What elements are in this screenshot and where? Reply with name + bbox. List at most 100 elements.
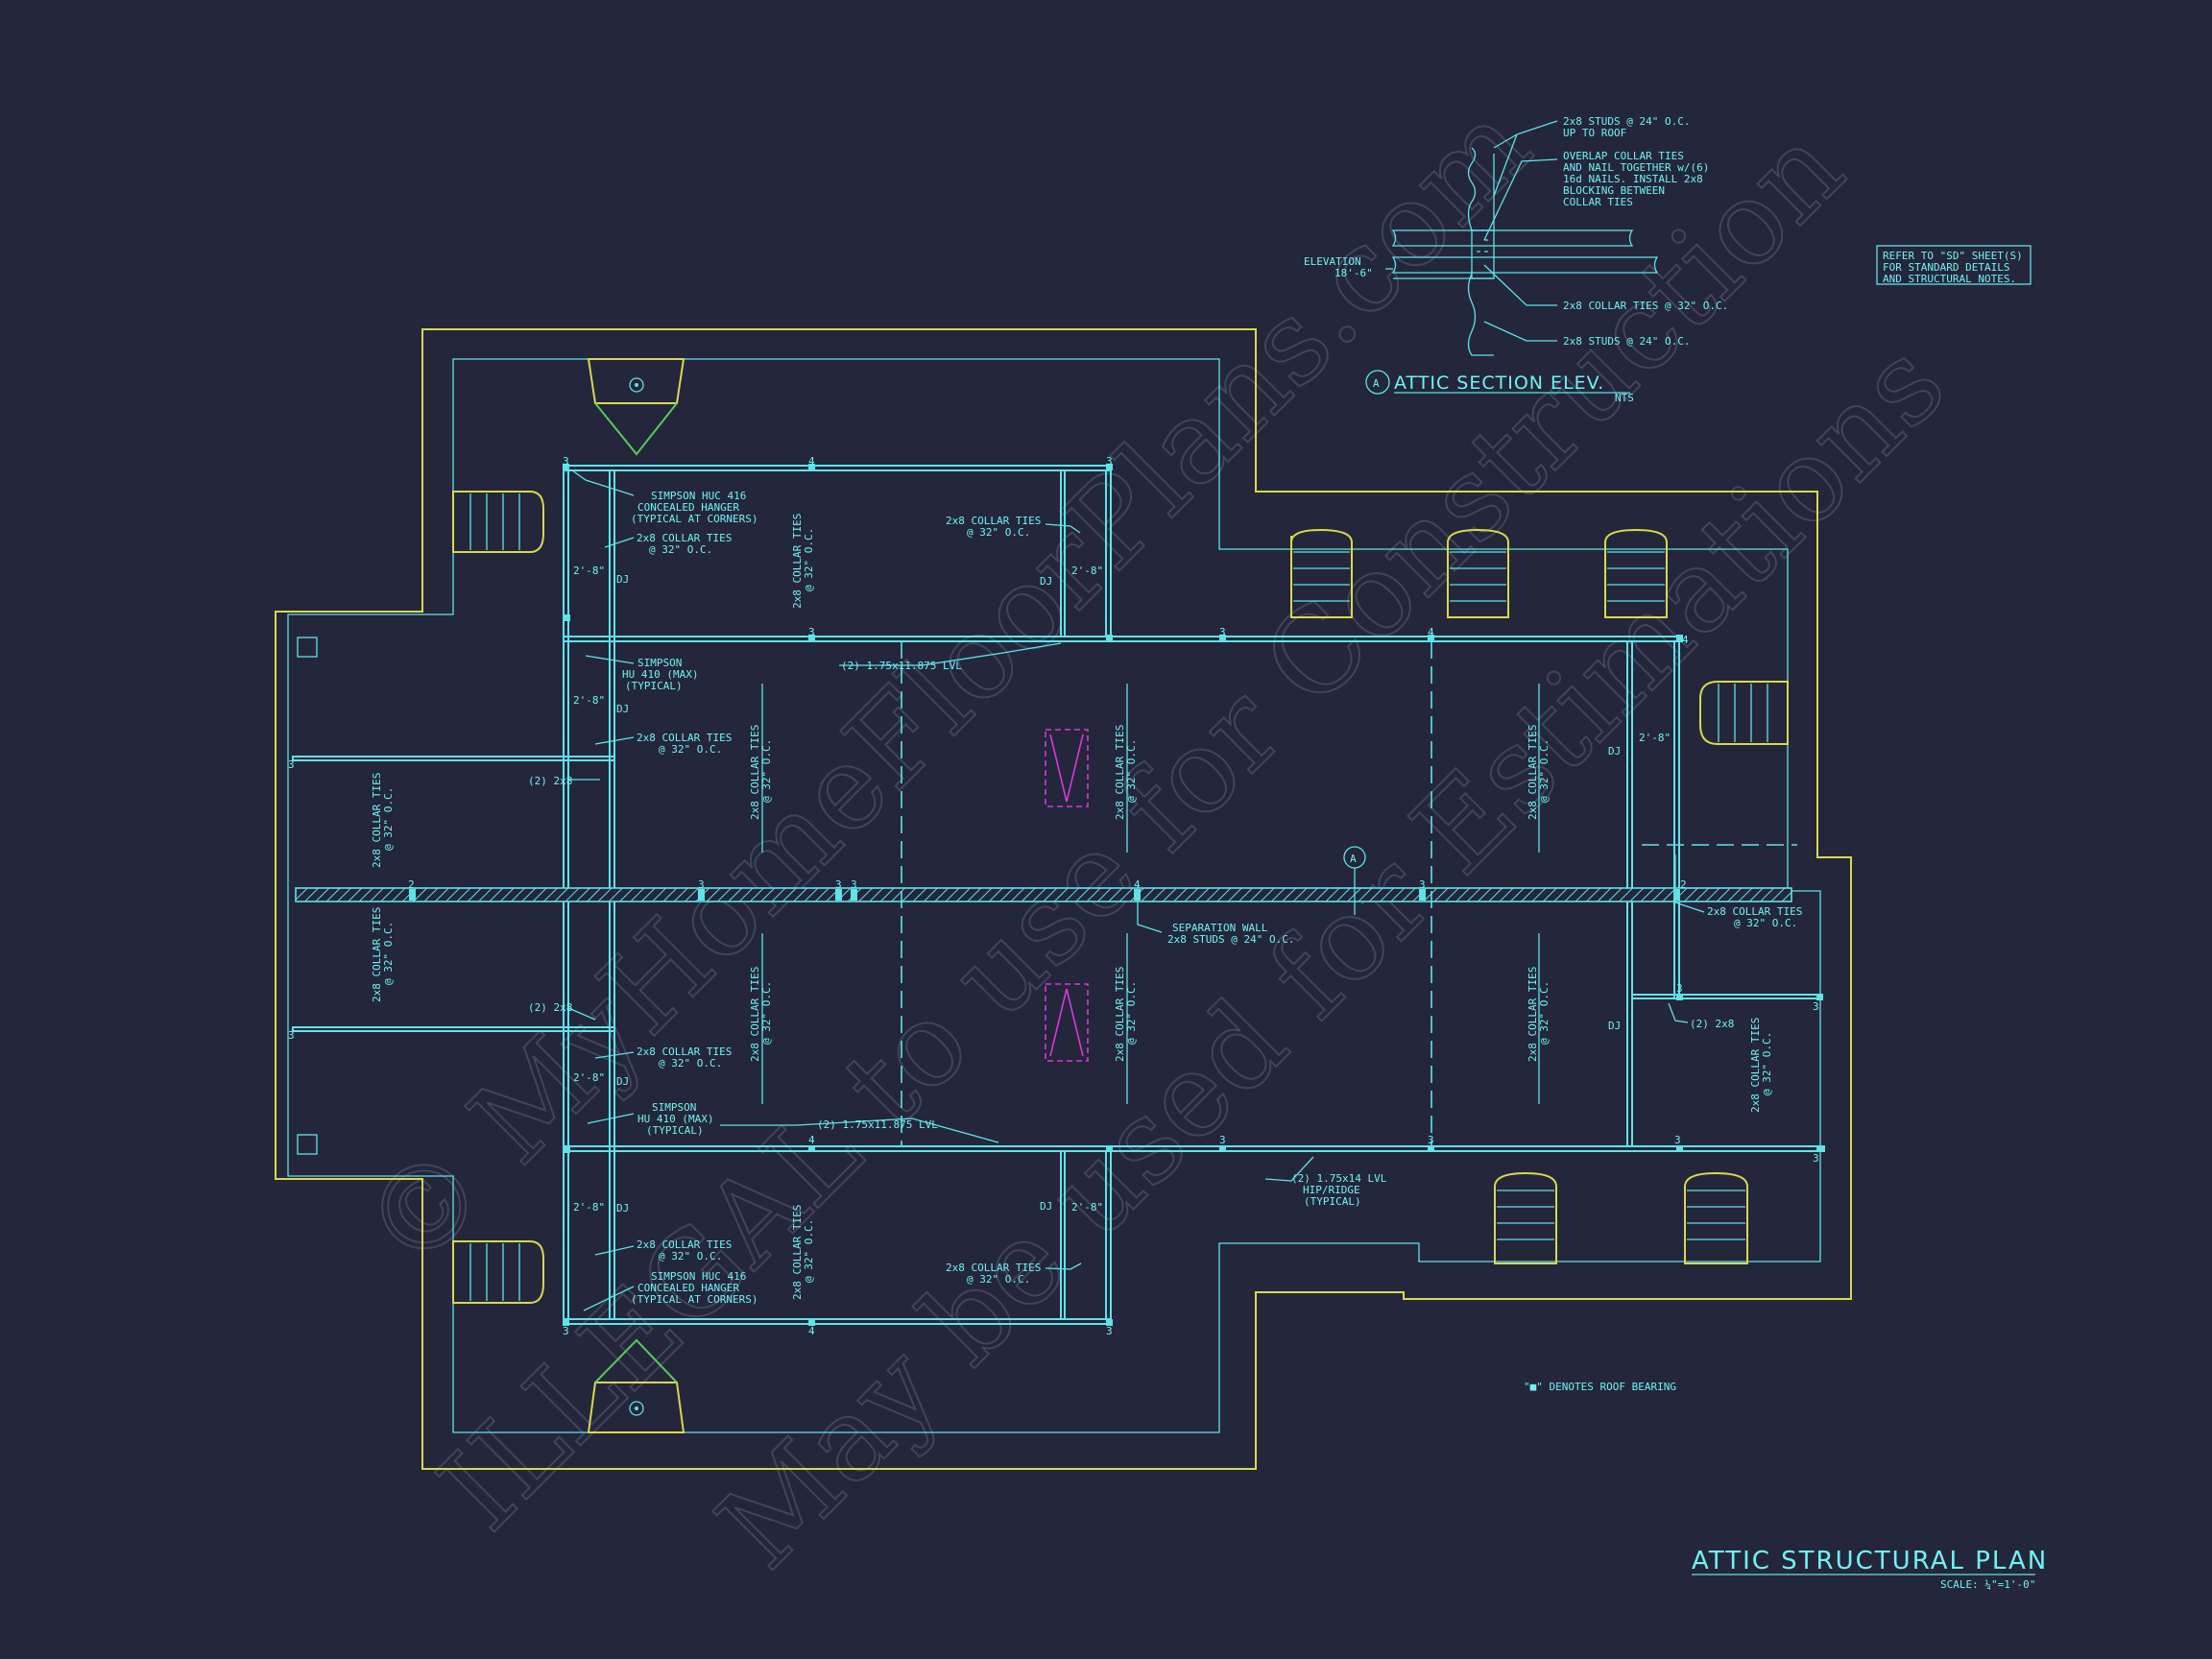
- detail-note-studs-up-2: UP TO ROOF: [1563, 127, 1626, 139]
- vcollar-label: 2x8 COLLAR TIES: [1114, 725, 1126, 820]
- section-cut-marker: A: [1343, 846, 1366, 915]
- vertical-collar-ties: 2x8 COLLAR TIES@ 32" O.C. 2x8 COLLAR TIE…: [371, 514, 1773, 1300]
- vcollar-sub: @ 32" O.C.: [1125, 981, 1138, 1045]
- detail-note-overlap-2: AND NAIL TOGETHER w/(6): [1563, 161, 1709, 174]
- vcollar-sub: @ 32" O.C.: [1538, 739, 1551, 803]
- vcollar-label: 2x8 COLLAR TIES: [1749, 1018, 1762, 1113]
- label-hu-bottom-2: HU 410 (MAX): [637, 1113, 713, 1125]
- chase-box-bottom: [297, 1134, 318, 1155]
- label-bearing-3: 3: [1106, 1325, 1113, 1337]
- label-bearing-3: 3: [1813, 1000, 1819, 1013]
- label-lvl-bottom: (2) 1.75x11.875 LVL: [817, 1118, 938, 1131]
- louver-bottom-2: [1684, 1171, 1748, 1264]
- label-bearing-3: 3: [1219, 1134, 1226, 1146]
- title-block: ATTIC STRUCTURAL PLAN SCALE: ¼"=1'-0": [1692, 1547, 2046, 1591]
- label-bearing-4: 4: [1134, 878, 1141, 891]
- detail-note-overlap-5: COLLAR TIES: [1563, 196, 1633, 208]
- label-bearing-4: 4: [808, 1325, 815, 1337]
- label-bearing-3: 3: [288, 758, 295, 771]
- vcollar-label: 2x8 COLLAR TIES: [791, 1205, 804, 1300]
- chase-box-top: [297, 637, 318, 658]
- label-collar-br-1: 2x8 COLLAR TIES: [946, 1262, 1041, 1274]
- label-bearing-4: 4: [808, 455, 815, 468]
- label-bearing-3: 3: [1676, 982, 1683, 995]
- vcollar-label: 2x8 COLLAR TIES: [749, 967, 761, 1062]
- attic-access-top: [1045, 729, 1089, 807]
- watermark-line-3: May be used for Estimations: [693, 317, 1970, 1594]
- label-separation-2: 2x8 STUDS @ 24" O.C.: [1167, 933, 1294, 946]
- label-bearing-3: 3: [1219, 626, 1226, 638]
- ridge-beam: [295, 887, 1792, 902]
- label-hip-ridge-1: (2) 1.75x14 LVL: [1291, 1172, 1387, 1185]
- watermark-line-2: ILLEGAL to use for Construction: [415, 102, 1868, 1555]
- vcollar-label: 2x8 COLLAR TIES: [1527, 967, 1539, 1062]
- label-dj: DJ: [616, 1075, 629, 1088]
- label-bearing-4: 4: [1428, 626, 1434, 638]
- label-collar-tr-2: @ 32" O.C.: [967, 526, 1030, 539]
- roof-outline: [275, 328, 1852, 1470]
- louver-left-top: [452, 491, 544, 553]
- detail-elevation-value: 18'-6": [1334, 267, 1373, 279]
- detail-note-overlap-1: OVERLAP COLLAR TIES: [1563, 150, 1684, 162]
- label-collar-br-2: @ 32" O.C.: [967, 1273, 1030, 1286]
- label-bearing-2: 2: [408, 878, 415, 891]
- vcollar-label: 2x8 COLLAR TIES: [371, 907, 383, 1002]
- vcollar-sub: @ 32" O.C.: [760, 739, 773, 803]
- label-dim: 2'-8": [1071, 1201, 1103, 1214]
- label-hu-top-1: SIMPSON: [637, 657, 682, 669]
- label-bearing-3: 3: [1813, 1152, 1819, 1165]
- label-lvl-top: (2) 1.75x11.875 LVL: [841, 660, 962, 672]
- louver-top-1: [1290, 528, 1353, 618]
- detail-note-collar-ties: 2x8 COLLAR TIES @ 32" O.C.: [1563, 300, 1728, 312]
- label-collar-ml-2: @ 32" O.C.: [659, 743, 722, 756]
- detail-note-studs-up-1: 2x8 STUDS @ 24" O.C.: [1563, 115, 1690, 128]
- label-bearing-3: 3: [563, 455, 569, 468]
- detail-note-studs-bottom: 2x8 STUDS @ 24" O.C.: [1563, 335, 1690, 348]
- label-dim: 2'-8": [573, 1201, 605, 1214]
- label-collar-ml-1: 2x8 COLLAR TIES: [637, 732, 732, 744]
- label-bearing-4: 4: [808, 1134, 815, 1146]
- vcollar-sub: @ 32" O.C.: [1761, 1032, 1773, 1095]
- label-huc-top-2: CONCEALED HANGER: [637, 501, 739, 514]
- detail-marker: A: [1373, 377, 1380, 390]
- label-2x8-top: (2) 2x8: [528, 775, 572, 787]
- refer-note-line-1: REFER TO "SD" SHEET(S): [1883, 250, 2023, 262]
- louver-bottom-1: [1494, 1171, 1557, 1264]
- label-separation-1: SEPARATION WALL: [1172, 922, 1268, 934]
- label-collar-ml2-2: @ 32" O.C.: [659, 1057, 722, 1070]
- label-dj: DJ: [616, 573, 629, 586]
- label-bearing-3: 3: [1428, 1134, 1434, 1146]
- louver-left-bottom: [452, 1240, 544, 1304]
- detail-elevation-label: ELEVATION: [1304, 255, 1361, 268]
- vent-top: [587, 358, 685, 456]
- label-bearing-3: 3: [1419, 878, 1426, 891]
- label-dim: 2'-8": [573, 565, 605, 577]
- label-bearing-2: 2: [1680, 878, 1687, 891]
- label-collar-bl-2: @ 32" O.C.: [659, 1250, 722, 1262]
- vcollar-sub: @ 32" O.C.: [803, 528, 815, 591]
- label-huc-bottom-3: (TYPICAL AT CORNERS): [631, 1293, 757, 1306]
- label-hu-top-3: (TYPICAL): [625, 680, 683, 692]
- vcollar-label: 2x8 COLLAR TIES: [371, 773, 383, 868]
- vcollar-sub: @ 32" O.C.: [1125, 739, 1138, 803]
- attic-access-bottom: [1045, 983, 1089, 1062]
- label-dim: 2'-8": [1071, 565, 1103, 577]
- label-hu-bottom-3: (TYPICAL): [646, 1124, 704, 1137]
- label-dim: 2'-8": [573, 694, 605, 707]
- label-collar-right-1: 2x8 COLLAR TIES: [1707, 905, 1802, 918]
- legend-note: "■" DENOTES ROOF BEARING: [1524, 1381, 1676, 1393]
- label-bearing-3: 3: [851, 878, 857, 891]
- sheet-scale: SCALE: ¼"=1'-0": [1940, 1578, 2035, 1591]
- refer-note-line-3: AND STRUCTURAL NOTES.: [1883, 273, 2016, 285]
- detail-note-overlap-4: BLOCKING BETWEEN: [1563, 184, 1665, 197]
- label-hip-ridge-3: (TYPICAL): [1304, 1195, 1361, 1208]
- label-bearing-3: 3: [1674, 1134, 1681, 1146]
- label-bearing-4: 4: [1682, 634, 1689, 646]
- label-hu-top-2: HU 410 (MAX): [622, 668, 698, 681]
- label-bearing-3: 3: [288, 1029, 295, 1042]
- label-bearing-3: 3: [698, 878, 705, 891]
- label-dj: DJ: [1040, 575, 1052, 588]
- refer-note: REFER TO "SD" SHEET(S) FOR STANDARD DETA…: [1876, 245, 2032, 285]
- detail-title: ATTIC SECTION ELEV.: [1394, 373, 1604, 394]
